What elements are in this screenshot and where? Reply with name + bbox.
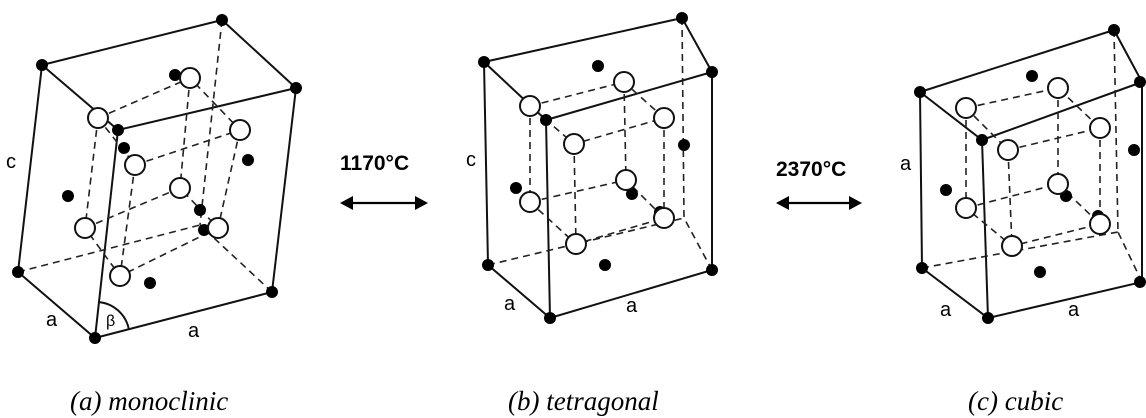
inner-atom: [1089, 213, 1111, 235]
axis-label-c: c: [6, 151, 16, 173]
face-atom: [194, 204, 206, 216]
transition-1: 1170°C: [340, 152, 428, 210]
face-atom: [626, 188, 638, 200]
inner-atom: [207, 217, 229, 239]
corner-atom: [1134, 276, 1146, 288]
corner-atom: [540, 114, 552, 126]
inner-atom: [179, 67, 201, 89]
inner-atom: [955, 97, 977, 119]
corner-atom: [544, 312, 556, 324]
face-atom: [592, 60, 604, 72]
inner-atom: [1047, 77, 1069, 99]
face-atom: [1034, 266, 1046, 278]
face-atom: [1128, 144, 1140, 156]
face-atom: [940, 184, 952, 196]
corner-atom: [1134, 76, 1146, 88]
corner-atom: [914, 86, 926, 98]
inner-atom: [229, 119, 251, 141]
inner-atom: [563, 133, 585, 155]
corner-atom: [36, 59, 48, 71]
inner-atom: [613, 71, 635, 93]
corner-atom: [1108, 24, 1120, 36]
axis-label-a-left: a: [940, 299, 952, 321]
caption-cubic: (c) cubic: [968, 386, 1063, 416]
arrowhead-right-1: [415, 196, 428, 210]
face-atom: [1026, 70, 1038, 82]
inner-atom: [1001, 235, 1023, 257]
corner-atom: [706, 264, 718, 276]
face-atom: [118, 142, 130, 154]
axis-label-a-right: a: [188, 320, 200, 342]
inner-atom: [997, 139, 1019, 161]
arrowhead-left-2: [776, 196, 789, 210]
axis-label-a-right: a: [1068, 299, 1080, 321]
face-atom: [599, 259, 611, 271]
cubic-cell: a a a (c) cubic: [900, 24, 1146, 416]
arrowhead-left-1: [340, 196, 353, 210]
inner-atom: [169, 177, 191, 199]
face-atom: [510, 182, 522, 194]
inner-atom: [109, 265, 131, 287]
face-atom: [678, 139, 690, 151]
cell-edges: [16, 18, 298, 340]
transition-2: 2370°C: [776, 158, 862, 210]
face-atom: [144, 277, 156, 289]
corner-atom: [266, 286, 278, 298]
axis-label-c: c: [466, 149, 476, 171]
temperature-label-2: 2370°C: [776, 158, 846, 181]
axis-label-a-right: a: [626, 295, 638, 317]
corner-atom: [112, 124, 124, 136]
inner-atom: [1047, 173, 1069, 195]
face-atom: [242, 154, 254, 166]
inner-atom: [519, 95, 541, 117]
arrowhead-right-2: [849, 196, 862, 210]
inner-atom: [87, 107, 109, 129]
caption-monoclinic: (a) monoclinic: [70, 386, 228, 416]
corner-atom: [216, 14, 228, 26]
corner-atom: [478, 56, 490, 68]
inner-atom: [1089, 117, 1111, 139]
axis-label-a-left: a: [504, 293, 516, 315]
corner-atom: [676, 12, 688, 24]
corner-atom: [89, 332, 101, 344]
inner-atom: [565, 233, 587, 255]
inner-atom: [955, 197, 977, 219]
caption-tetragonal: (b) tetragonal: [508, 386, 659, 416]
face-atom: [198, 224, 210, 236]
inner-atom: [519, 191, 541, 213]
monoclinic-cell: c a a β (a) monoclinic: [6, 14, 302, 416]
corner-atom: [482, 259, 494, 271]
inner-atom: [653, 207, 675, 229]
axis-label-a-left: a: [46, 309, 58, 331]
face-atom: [62, 190, 74, 202]
inner-atom: [615, 169, 637, 191]
corner-atom: [706, 66, 718, 78]
axis-label-a-vertical: a: [900, 153, 912, 175]
inner-atom: [653, 107, 675, 129]
tetragonal-cell: c a a (b) tetragonal: [466, 12, 718, 416]
corner-atom: [982, 312, 994, 324]
inner-atom: [124, 154, 146, 176]
corner-atom: [916, 262, 928, 274]
corner-atom: [976, 134, 988, 146]
inner-atom: [74, 217, 96, 239]
beta-angle-arc: [97, 301, 130, 331]
face-atom: [169, 69, 181, 81]
corner-atom: [290, 82, 302, 94]
beta-angle-label: β: [106, 313, 115, 330]
temperature-label-1: 1170°C: [340, 152, 409, 175]
corner-atom: [12, 266, 24, 278]
